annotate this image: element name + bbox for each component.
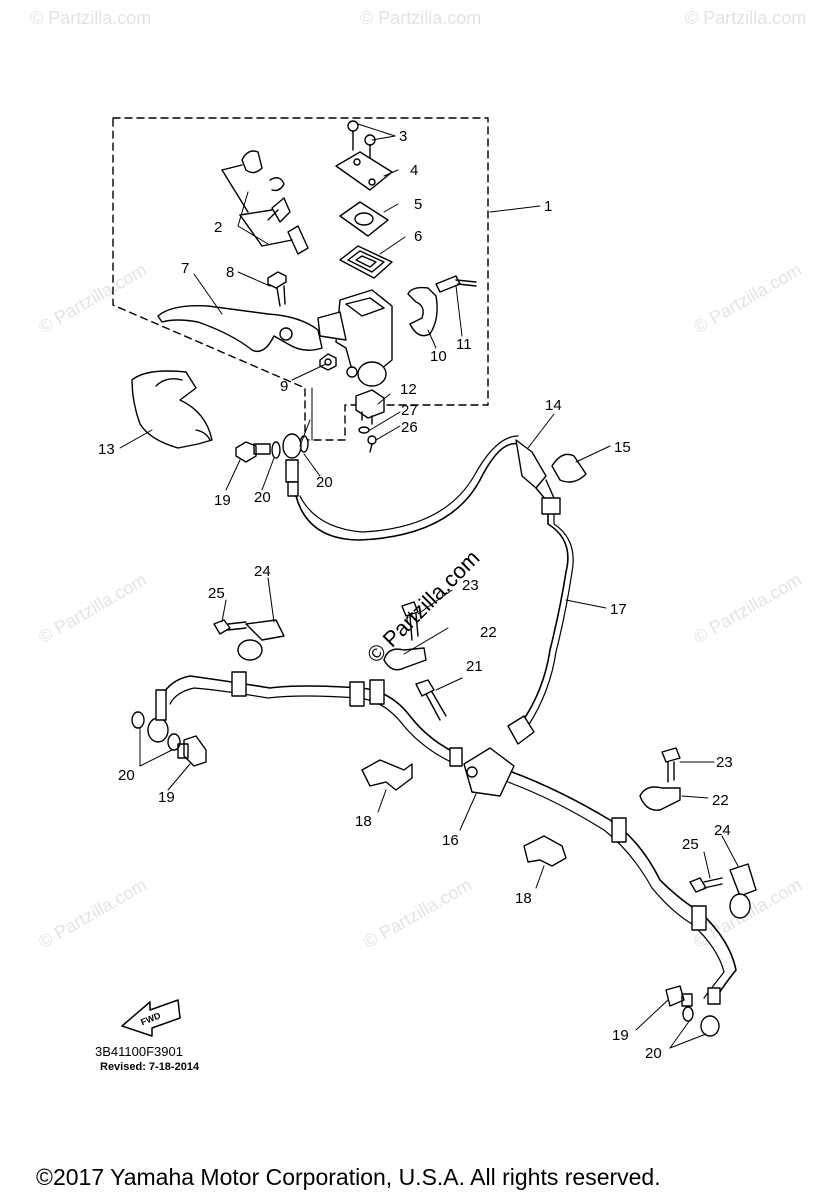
callout-1: 1 <box>544 198 552 215</box>
callout-18: 18 <box>355 813 372 830</box>
callout-4: 4 <box>410 162 418 179</box>
callout-10: 10 <box>430 348 447 365</box>
callout-22: 22 <box>712 792 729 809</box>
callout-14: 14 <box>545 397 562 414</box>
part-5-plate <box>339 201 389 237</box>
part-11-bolt <box>435 275 477 293</box>
part-14-fitting <box>515 439 555 501</box>
callout-21: 21 <box>466 658 483 675</box>
revised-date: Revised: 7-18-2014 <box>100 1061 200 1073</box>
callout-25: 25 <box>208 585 225 602</box>
callout-27: 27 <box>401 402 418 419</box>
copyright-notice: ©2017 Yamaha Motor Corporation, U.S.A. A… <box>36 1164 661 1190</box>
part-22-clamp-right <box>639 786 681 811</box>
callout-15: 15 <box>614 439 631 456</box>
part-25-bolt-right <box>689 877 723 893</box>
part-16-joint <box>463 747 515 797</box>
callout-20: 20 <box>254 489 271 506</box>
callout-22: 22 <box>480 624 497 641</box>
master-cylinder <box>317 289 393 387</box>
callout-19: 19 <box>158 789 175 806</box>
upper-brake-hose <box>295 442 519 541</box>
upper-banjo-fitting <box>282 433 302 497</box>
part-2-piston-kit <box>221 150 309 255</box>
lower-right-fittings <box>665 985 720 1037</box>
callout-23: 23 <box>462 577 479 594</box>
callout-23: 23 <box>716 754 733 771</box>
callout-2: 2 <box>214 219 222 236</box>
part-7-lever <box>157 305 323 353</box>
part-6-diaphragm <box>339 245 393 279</box>
part-13-cover <box>131 370 213 449</box>
callout-26: 26 <box>401 419 418 436</box>
callout-13: 13 <box>98 441 115 458</box>
part-12-switch <box>355 389 385 425</box>
part-9-nut <box>319 353 337 371</box>
callout-18: 18 <box>515 890 532 907</box>
callout-9: 9 <box>280 378 288 395</box>
part-15-clip <box>551 453 587 483</box>
part-24-bracket-right <box>729 863 757 919</box>
assembly-boundary <box>112 117 489 441</box>
callout-12: 12 <box>400 381 417 398</box>
lower-brake-hose-right <box>507 771 737 1005</box>
part-24-bracket-upper <box>237 619 285 661</box>
callout-20: 20 <box>645 1045 662 1062</box>
callout-17: 17 <box>610 601 627 618</box>
part-10-clamp <box>407 286 438 337</box>
watermark: © Partzilla.com <box>360 8 482 28</box>
lower-left-fittings <box>131 689 207 767</box>
callout-7: 7 <box>181 260 189 277</box>
part-17-brake-pipe <box>507 497 574 745</box>
callout-8: 8 <box>226 264 234 281</box>
part-23-bolt-upper <box>401 601 419 641</box>
callout-20: 20 <box>316 474 333 491</box>
part-8-bolt <box>267 271 287 307</box>
callout-24: 24 <box>714 822 731 839</box>
part-22-clamp-upper <box>383 647 427 671</box>
callout-19: 19 <box>612 1027 629 1044</box>
leader-lines <box>119 123 739 1049</box>
lower-brake-hose-left <box>161 671 463 767</box>
watermark: © Partzilla.com <box>30 8 152 28</box>
callout-11: 11 <box>456 336 472 353</box>
part-27-washer <box>358 426 370 434</box>
callout-5: 5 <box>414 196 422 213</box>
callout-19: 19 <box>214 492 231 509</box>
part-21-bolt <box>415 679 447 721</box>
callout-24: 24 <box>254 563 271 580</box>
part-4-cap <box>335 151 393 191</box>
part-25-bolt-upper <box>213 619 247 635</box>
callout-20: 20 <box>118 767 135 784</box>
watermark: © Partzilla.com <box>685 8 807 28</box>
part-18-clip-right <box>523 835 567 867</box>
callout-16: 16 <box>442 832 459 849</box>
callout-25: 25 <box>682 836 699 853</box>
callout-6: 6 <box>414 228 422 245</box>
callout-3: 3 <box>399 128 407 145</box>
part-18-clip-left <box>361 759 413 791</box>
part-23-bolt-right <box>661 747 681 783</box>
fwd-arrow-icon <box>121 999 181 1037</box>
part-26-screw <box>367 435 377 453</box>
diagram-code: 3B41100F3901 <box>95 1044 183 1059</box>
part-19-banjo-bolt <box>235 441 271 463</box>
